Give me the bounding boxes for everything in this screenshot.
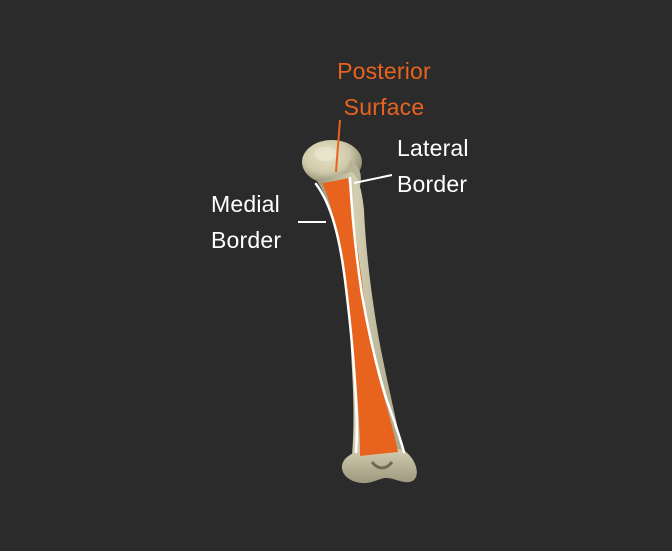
medial-border-label-line2: Border <box>211 227 282 253</box>
lateral-border-label: Lateral Border <box>397 130 469 202</box>
lateral-border-label-line1: Lateral <box>397 135 469 161</box>
lateral-border-line <box>348 176 406 454</box>
medial-border-line <box>314 182 358 454</box>
posterior-surface-leader <box>335 119 341 173</box>
lateral-border-label-line2: Border <box>397 171 468 197</box>
medial-border-label-line1: Medial <box>211 191 280 217</box>
medial-border-label: Medial Border <box>211 186 281 258</box>
lateral-border-leader <box>353 174 393 184</box>
posterior-surface-label-line2: Surface <box>343 94 425 120</box>
posterior-surface-label-line1: Posterior <box>337 58 431 84</box>
posterior-surface-label: Posterior Surface <box>316 53 452 125</box>
